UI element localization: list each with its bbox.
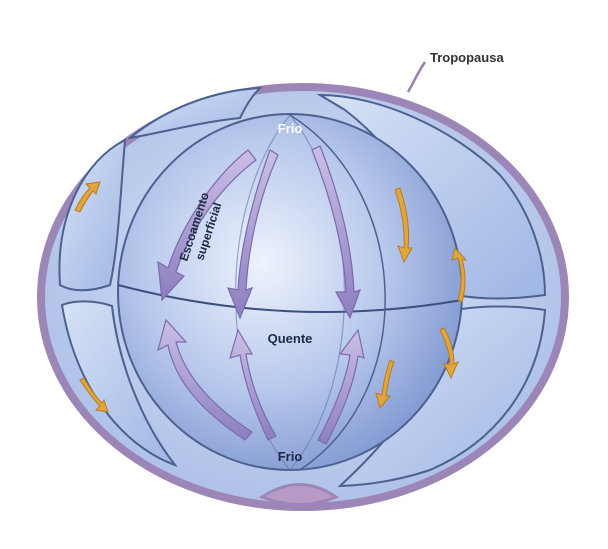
tropopause-label: Tropopausa xyxy=(430,50,504,65)
tropopause-leader-line xyxy=(408,62,425,92)
south-pole-label: Frio xyxy=(278,449,303,464)
equator-label: Quente xyxy=(268,331,313,346)
north-pole-label: Frio xyxy=(278,121,303,136)
